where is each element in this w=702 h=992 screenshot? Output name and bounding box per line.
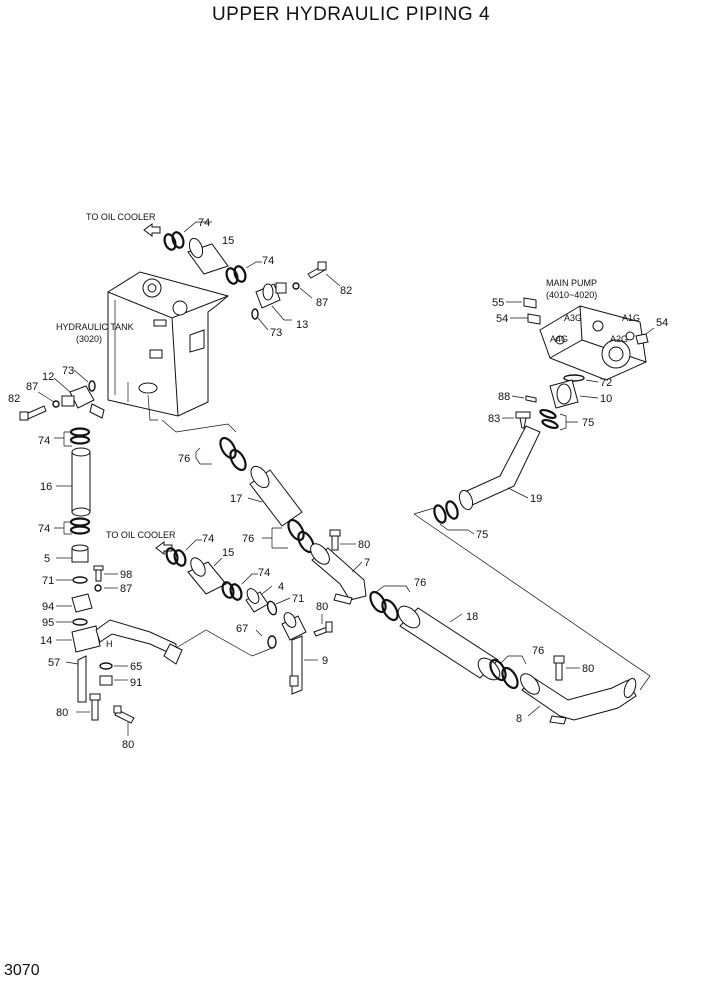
label-72: 72 [600,377,612,389]
label-9: 9 [322,655,328,667]
label-14: 14 [40,635,52,647]
main-pump [539,305,647,381]
port-a1g-label: A1G [622,313,640,323]
label-76: 76 [178,453,190,465]
label-83: 83 [488,413,500,425]
page-title: UPPER HYDRAULIC PIPING 4 [211,4,491,25]
label-76: 76 [532,645,544,657]
to-oil-cooler-top-label: TO OIL COOLER [86,212,156,222]
label-80: 80 [582,663,594,675]
label-82: 82 [340,285,352,297]
label-87: 87 [316,297,328,309]
label-15: 15 [222,547,234,559]
label-71: 71 [42,575,54,587]
label-16: 16 [40,481,52,493]
label-75: 75 [582,417,594,429]
label-19: 19 [530,493,542,505]
label-74: 74 [38,435,50,447]
main-pump-label: MAIN PUMP [546,278,597,288]
main-pump-ref: (4010~4020) [546,290,597,300]
label-87: 87 [120,583,132,595]
label-73: 73 [270,327,282,339]
port-a3g-label: A3G [564,313,582,323]
label-74: 74 [258,567,270,579]
label-73: 73 [62,365,74,377]
label-95: 95 [42,617,54,629]
label-4: 4 [278,581,284,593]
label-80: 80 [358,539,370,551]
label-74: 74 [198,217,210,229]
label-74: 74 [262,255,274,267]
label-91: 91 [130,677,142,689]
label-71: 71 [292,593,304,605]
label-87: 87 [26,381,38,393]
label-80: 80 [122,739,134,751]
port-a4g-label: A4G [550,334,568,344]
label-15: 15 [222,235,234,247]
label-12: 12 [42,371,54,383]
to-oil-cooler-mid-label: TO OIL COOLER [106,530,176,540]
arrow-icon [143,223,161,237]
label-55: 55 [492,297,504,309]
label-74: 74 [202,533,214,545]
label-82: 82 [8,393,20,405]
hydraulic-tank [107,271,237,433]
label-76: 76 [414,577,426,589]
label-80: 80 [56,707,68,719]
label-18: 18 [466,611,478,623]
label-54: 54 [656,317,668,329]
label-57: 57 [48,657,60,669]
label-98: 98 [120,569,132,581]
port-h-label: H [106,639,113,649]
label-88: 88 [498,391,510,403]
label-74: 74 [38,523,50,535]
label-65: 65 [130,661,142,673]
label-80: 80 [316,601,328,613]
port-a2g-label: A2G [610,334,628,344]
label-54: 54 [496,313,508,325]
label-94: 94 [42,601,54,613]
label-7: 7 [364,557,370,569]
label-5: 5 [44,553,50,565]
label-17: 17 [230,493,242,505]
page-number: 3070 [4,962,40,979]
label-75: 75 [476,529,488,541]
label-13: 13 [296,319,308,331]
label-10: 10 [600,393,612,405]
hydraulic-tank-ref: (3020) [76,334,102,344]
hydraulic-tank-label: HYDRAULIC TANK [56,322,134,332]
label-67: 67 [236,623,248,635]
label-8: 8 [516,713,522,725]
label-76: 76 [242,533,254,545]
